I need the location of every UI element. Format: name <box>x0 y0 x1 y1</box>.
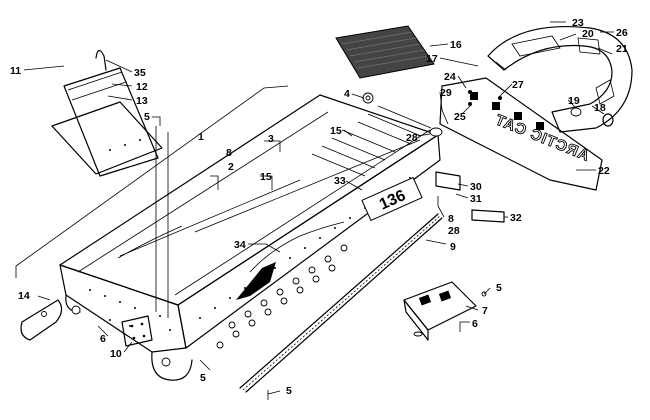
leader-lines <box>15 21 614 395</box>
callout-23: 23 <box>572 17 584 29</box>
callout-6-right: 6 <box>472 318 478 330</box>
callout-17: 17 <box>426 53 438 65</box>
rail-strip <box>239 213 443 393</box>
tunnel: 136 <box>59 94 441 381</box>
bracket-plate-7 <box>403 281 477 341</box>
callout-3: 3 <box>268 133 274 145</box>
callout-28-right: 28 <box>448 225 460 237</box>
callout-7: 7 <box>482 305 488 317</box>
callout-1: 1 <box>198 131 204 143</box>
callout-28-top: 28 <box>406 132 418 144</box>
callout-16: 16 <box>450 39 462 51</box>
tunnel-decal-136: 136 <box>361 176 423 222</box>
callout-22: 22 <box>598 165 610 177</box>
callout-15-top: 15 <box>330 125 342 137</box>
callout-15-mid: 15 <box>260 171 272 183</box>
callout-32: 32 <box>510 212 522 224</box>
callout-5-lower: 5 <box>200 372 206 384</box>
small-parts <box>20 90 614 400</box>
callout-18: 18 <box>594 102 606 114</box>
callout-13: 13 <box>136 95 148 107</box>
callout-14: 14 <box>18 290 30 302</box>
callout-24: 24 <box>444 71 456 83</box>
front-cover-panel <box>51 49 163 177</box>
callout-21: 21 <box>616 43 628 55</box>
side-decal-34 <box>236 262 276 300</box>
callout-4: 4 <box>344 88 350 100</box>
callout-34: 34 <box>234 239 246 251</box>
callout-5-top: 5 <box>144 111 150 123</box>
callout-9: 9 <box>450 241 456 253</box>
callout-6-left: 6 <box>100 333 106 345</box>
callout-31: 31 <box>470 193 482 205</box>
brand-logo-text: ARCTIC CAT <box>492 111 592 164</box>
callout-35: 35 <box>134 67 146 79</box>
callout-8-left: 8 <box>226 147 232 159</box>
snow-flap-16 <box>335 25 435 79</box>
callout-2: 2 <box>228 161 234 173</box>
callout-5-bottom: 5 <box>286 385 292 397</box>
rear-bumper <box>487 25 633 133</box>
callout-8-right: 8 <box>448 213 454 225</box>
callout-20: 20 <box>582 28 594 40</box>
callout-33: 33 <box>334 175 346 187</box>
callout-26: 26 <box>616 27 628 39</box>
callout-19: 19 <box>568 95 580 107</box>
callout-25: 25 <box>454 111 466 123</box>
callout-11: 11 <box>10 65 21 77</box>
cooling-holes <box>71 244 348 367</box>
callout-numbers: 1 2 3 4 5 5 5 5 6 6 7 8 8 9 10 11 12 13 … <box>10 17 628 397</box>
callout-29: 29 <box>440 87 452 99</box>
callout-5-right: 5 <box>496 282 502 294</box>
callout-12: 12 <box>136 81 148 93</box>
callout-10: 10 <box>110 348 122 360</box>
callout-30: 30 <box>470 181 482 193</box>
callout-27: 27 <box>512 79 524 91</box>
